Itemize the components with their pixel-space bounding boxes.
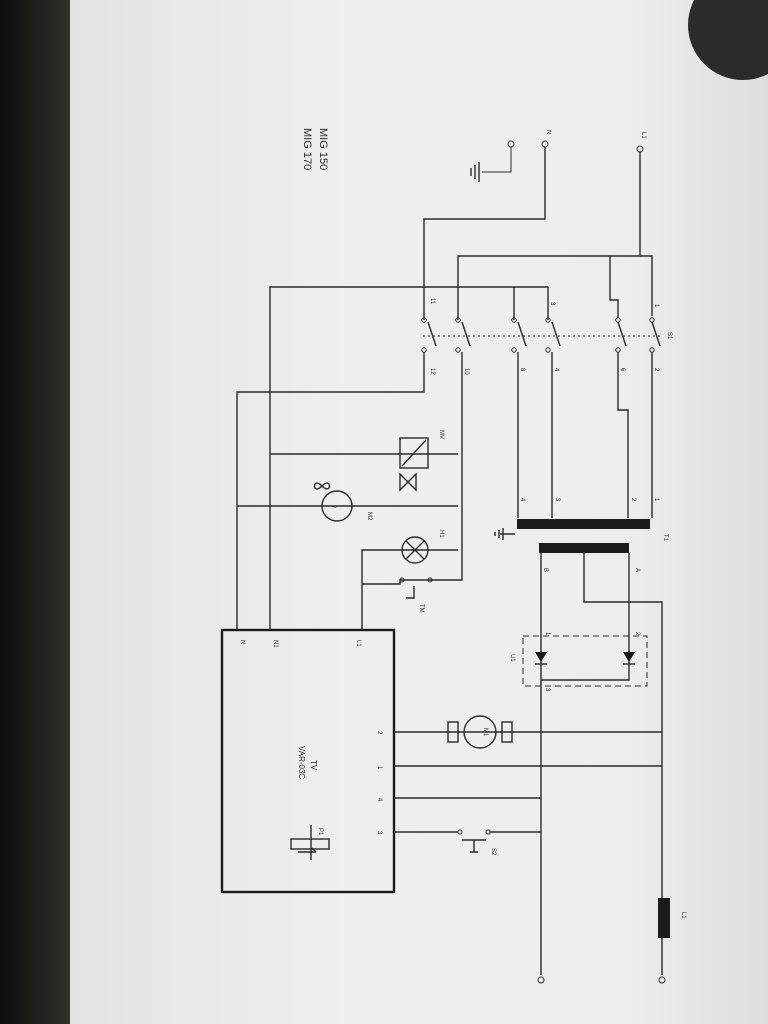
- fan-motor-circle: [321, 490, 353, 522]
- model-label-2: MIG 170: [301, 128, 313, 170]
- svg-text:10: 10: [463, 368, 469, 375]
- ground-icon: [470, 162, 480, 182]
- terminal-l1: [636, 145, 644, 153]
- model-label-1: MIG 150: [317, 128, 329, 170]
- svg-text:TM: TM: [418, 604, 424, 613]
- svg-text:M1: M1: [482, 728, 488, 737]
- controller-box: [220, 628, 396, 894]
- terminal-l1-label: L1: [640, 132, 646, 139]
- svg-text:1: 1: [653, 304, 659, 308]
- fan-icon: [313, 482, 331, 490]
- torch-switch-s2: S2: [457, 829, 496, 856]
- svg-text:~: ~: [332, 503, 337, 512]
- gas-valve-mv: MV: [270, 430, 458, 492]
- switch-label: S1: [666, 332, 672, 340]
- svg-text:3: 3: [549, 302, 555, 306]
- svg-text:N: N: [239, 640, 245, 644]
- svg-text:H1: H1: [438, 530, 444, 538]
- svg-text:3: 3: [544, 688, 550, 692]
- svg-text:2: 2: [376, 731, 382, 735]
- background-dark-surface: [0, 0, 80, 1024]
- svg-text:11: 11: [429, 298, 435, 305]
- svg-text:8: 8: [519, 368, 525, 372]
- controller-tv: TV VAR-03C L1 N1 N 2 1 4 3 P1: [220, 628, 396, 894]
- supply-terminals: L1 N: [470, 130, 646, 182]
- solenoid-coil: [399, 437, 429, 469]
- rectifier-u1: U1 1 2 3: [509, 632, 648, 692]
- push-button-icon: [462, 839, 486, 853]
- rectifier-box: [522, 635, 648, 687]
- svg-text:4: 4: [553, 368, 559, 372]
- main-switch-s1: S1 1 2 3 4 6 8 10 11 12: [420, 298, 672, 375]
- inductor-l1: L1: [658, 898, 686, 938]
- svg-text:P1: P1: [317, 828, 323, 836]
- fan-m2: ~ M2: [237, 482, 458, 522]
- svg-text:4: 4: [519, 498, 525, 502]
- potentiometer-icon: [290, 838, 330, 850]
- svg-text:MV: MV: [438, 430, 444, 439]
- transformer-primary: [517, 519, 650, 529]
- svg-text:6: 6: [619, 368, 625, 372]
- wire-bus-n1: [269, 286, 548, 630]
- inductor-icon: [658, 898, 670, 938]
- transformer-ground-icon: [494, 528, 515, 540]
- wire-n: [423, 147, 546, 320]
- svg-text:4: 4: [376, 798, 382, 802]
- svg-text:U1: U1: [509, 654, 515, 662]
- svg-text:L1: L1: [355, 640, 361, 647]
- wire-l1-switch: [640, 255, 653, 316]
- wire-l1: [609, 152, 641, 300]
- thermostat-icon: [406, 586, 415, 599]
- svg-text:S2: S2: [490, 848, 496, 856]
- transformer-secondary: [539, 543, 629, 553]
- controller-name: TV: [309, 760, 318, 771]
- controller-model: VAR-03C: [297, 746, 306, 779]
- svg-text:12: 12: [429, 368, 435, 375]
- svg-text:M2: M2: [366, 512, 372, 521]
- svg-text:L1: L1: [680, 912, 686, 919]
- output-terminal-negative: [537, 976, 545, 984]
- lamp-icon: [401, 536, 429, 564]
- terminal-n-label: N: [545, 130, 551, 134]
- wire-l1-branch: [457, 255, 610, 320]
- transformer-t1: T1 1 2 3 4 A B: [494, 498, 668, 572]
- switch-blades: [427, 321, 661, 347]
- svg-text:3: 3: [376, 831, 382, 835]
- terminal-n: [541, 140, 549, 148]
- motor-m1: M1: [447, 715, 513, 749]
- wire-secondary-a: [583, 553, 663, 975]
- thermostat-tm: TM: [362, 577, 433, 613]
- svg-text:2: 2: [653, 368, 659, 372]
- output-terminal-positive: [658, 976, 666, 984]
- svg-text:B: B: [542, 568, 548, 572]
- motor-icon: [463, 715, 497, 749]
- svg-text:2: 2: [630, 498, 636, 502]
- pe-wire: [482, 147, 512, 173]
- diode-2-icon: [535, 652, 547, 662]
- svg-text:T1: T1: [662, 534, 668, 542]
- potentiometer-p1: P1: [290, 825, 330, 860]
- svg-text:1: 1: [376, 766, 382, 770]
- svg-text:N1: N1: [272, 640, 278, 648]
- svg-text:1: 1: [544, 632, 550, 636]
- svg-text:2: 2: [634, 632, 640, 636]
- svg-text:A: A: [634, 568, 640, 572]
- terminal-pe: [507, 140, 515, 148]
- svg-text:1: 1: [653, 498, 659, 502]
- lamp-h1: H1: [361, 530, 458, 630]
- diode-1-icon: [623, 652, 635, 662]
- valve-icon: [399, 472, 417, 492]
- svg-text:3: 3: [554, 498, 560, 502]
